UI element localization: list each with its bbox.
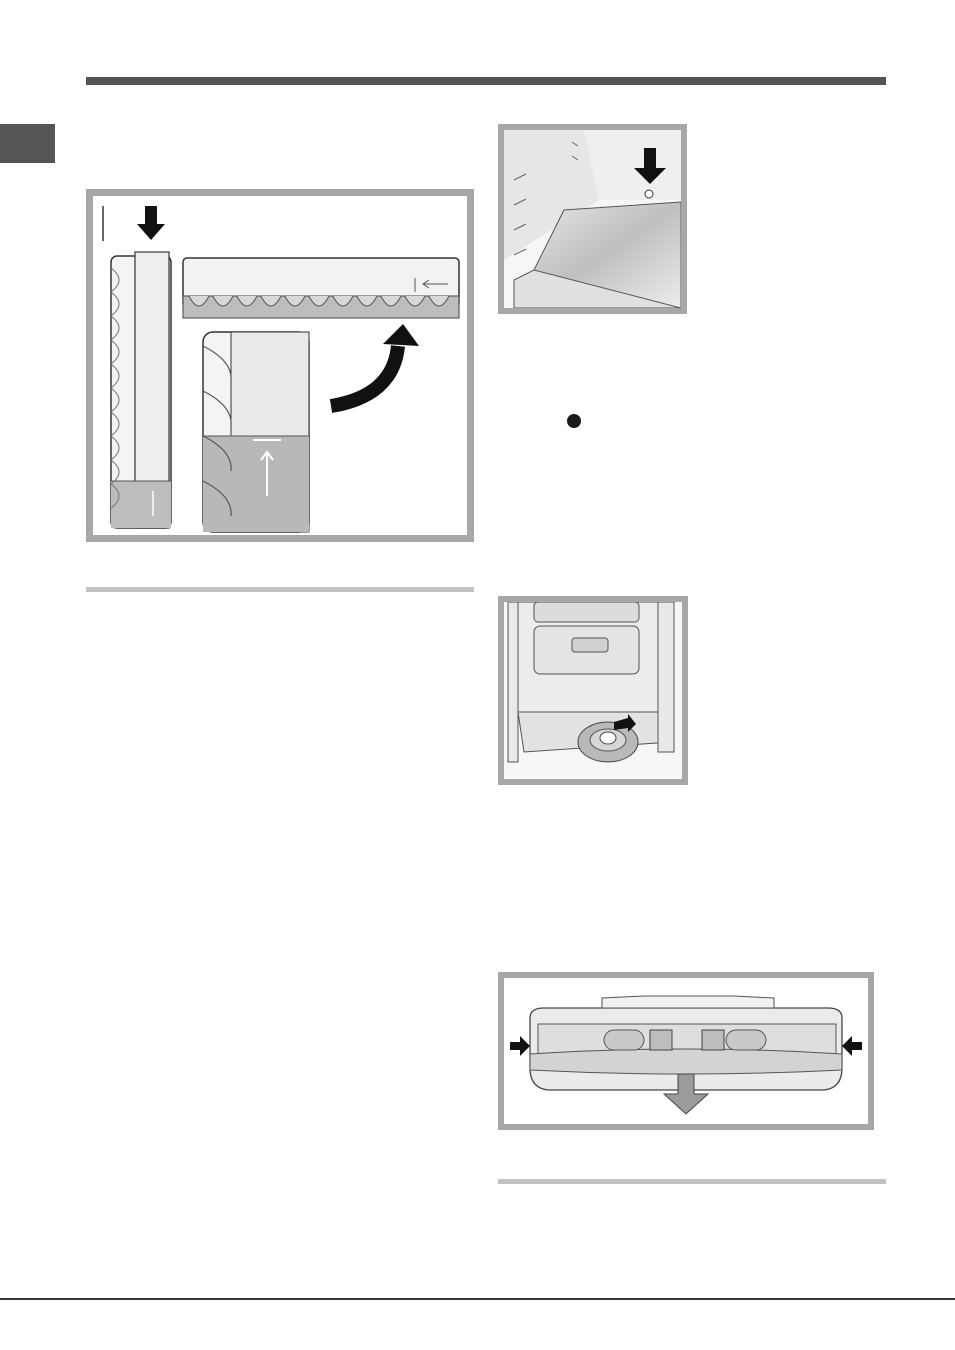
fridge-interior-figure [498, 124, 687, 314]
ice-tray-figure [86, 189, 474, 542]
language-tab [0, 124, 55, 163]
ice-tray-illustration [93, 196, 467, 535]
section-divider-left [86, 587, 474, 592]
bullet-dot-icon [567, 414, 581, 428]
freezer-flap-removal-illustration [504, 978, 868, 1124]
freezer-flap-figure [498, 972, 874, 1130]
fridge-base-figure [498, 596, 688, 785]
header-rule [86, 77, 886, 85]
footer-rule [0, 1298, 955, 1300]
fridge-drain-plug-illustration [504, 602, 682, 779]
section-divider-right [498, 1179, 886, 1184]
fridge-shelf-pin-illustration [504, 130, 681, 308]
